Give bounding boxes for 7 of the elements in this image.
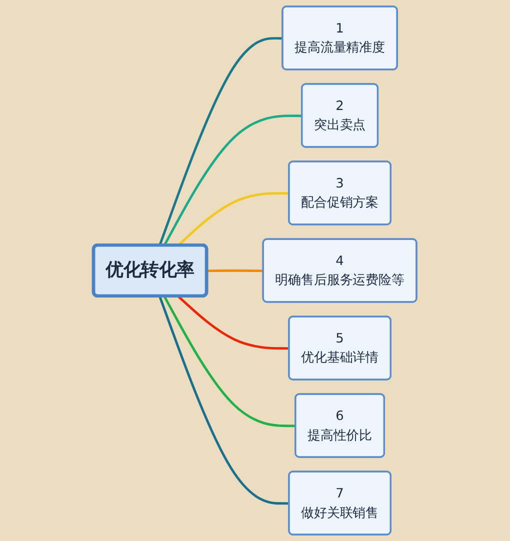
connector: [158, 296, 290, 505]
connector: [163, 114, 302, 246]
connector: [206, 269, 264, 272]
connector: [177, 295, 290, 350]
connector: [163, 296, 296, 428]
connector: [158, 37, 283, 246]
connector: [177, 192, 290, 246]
